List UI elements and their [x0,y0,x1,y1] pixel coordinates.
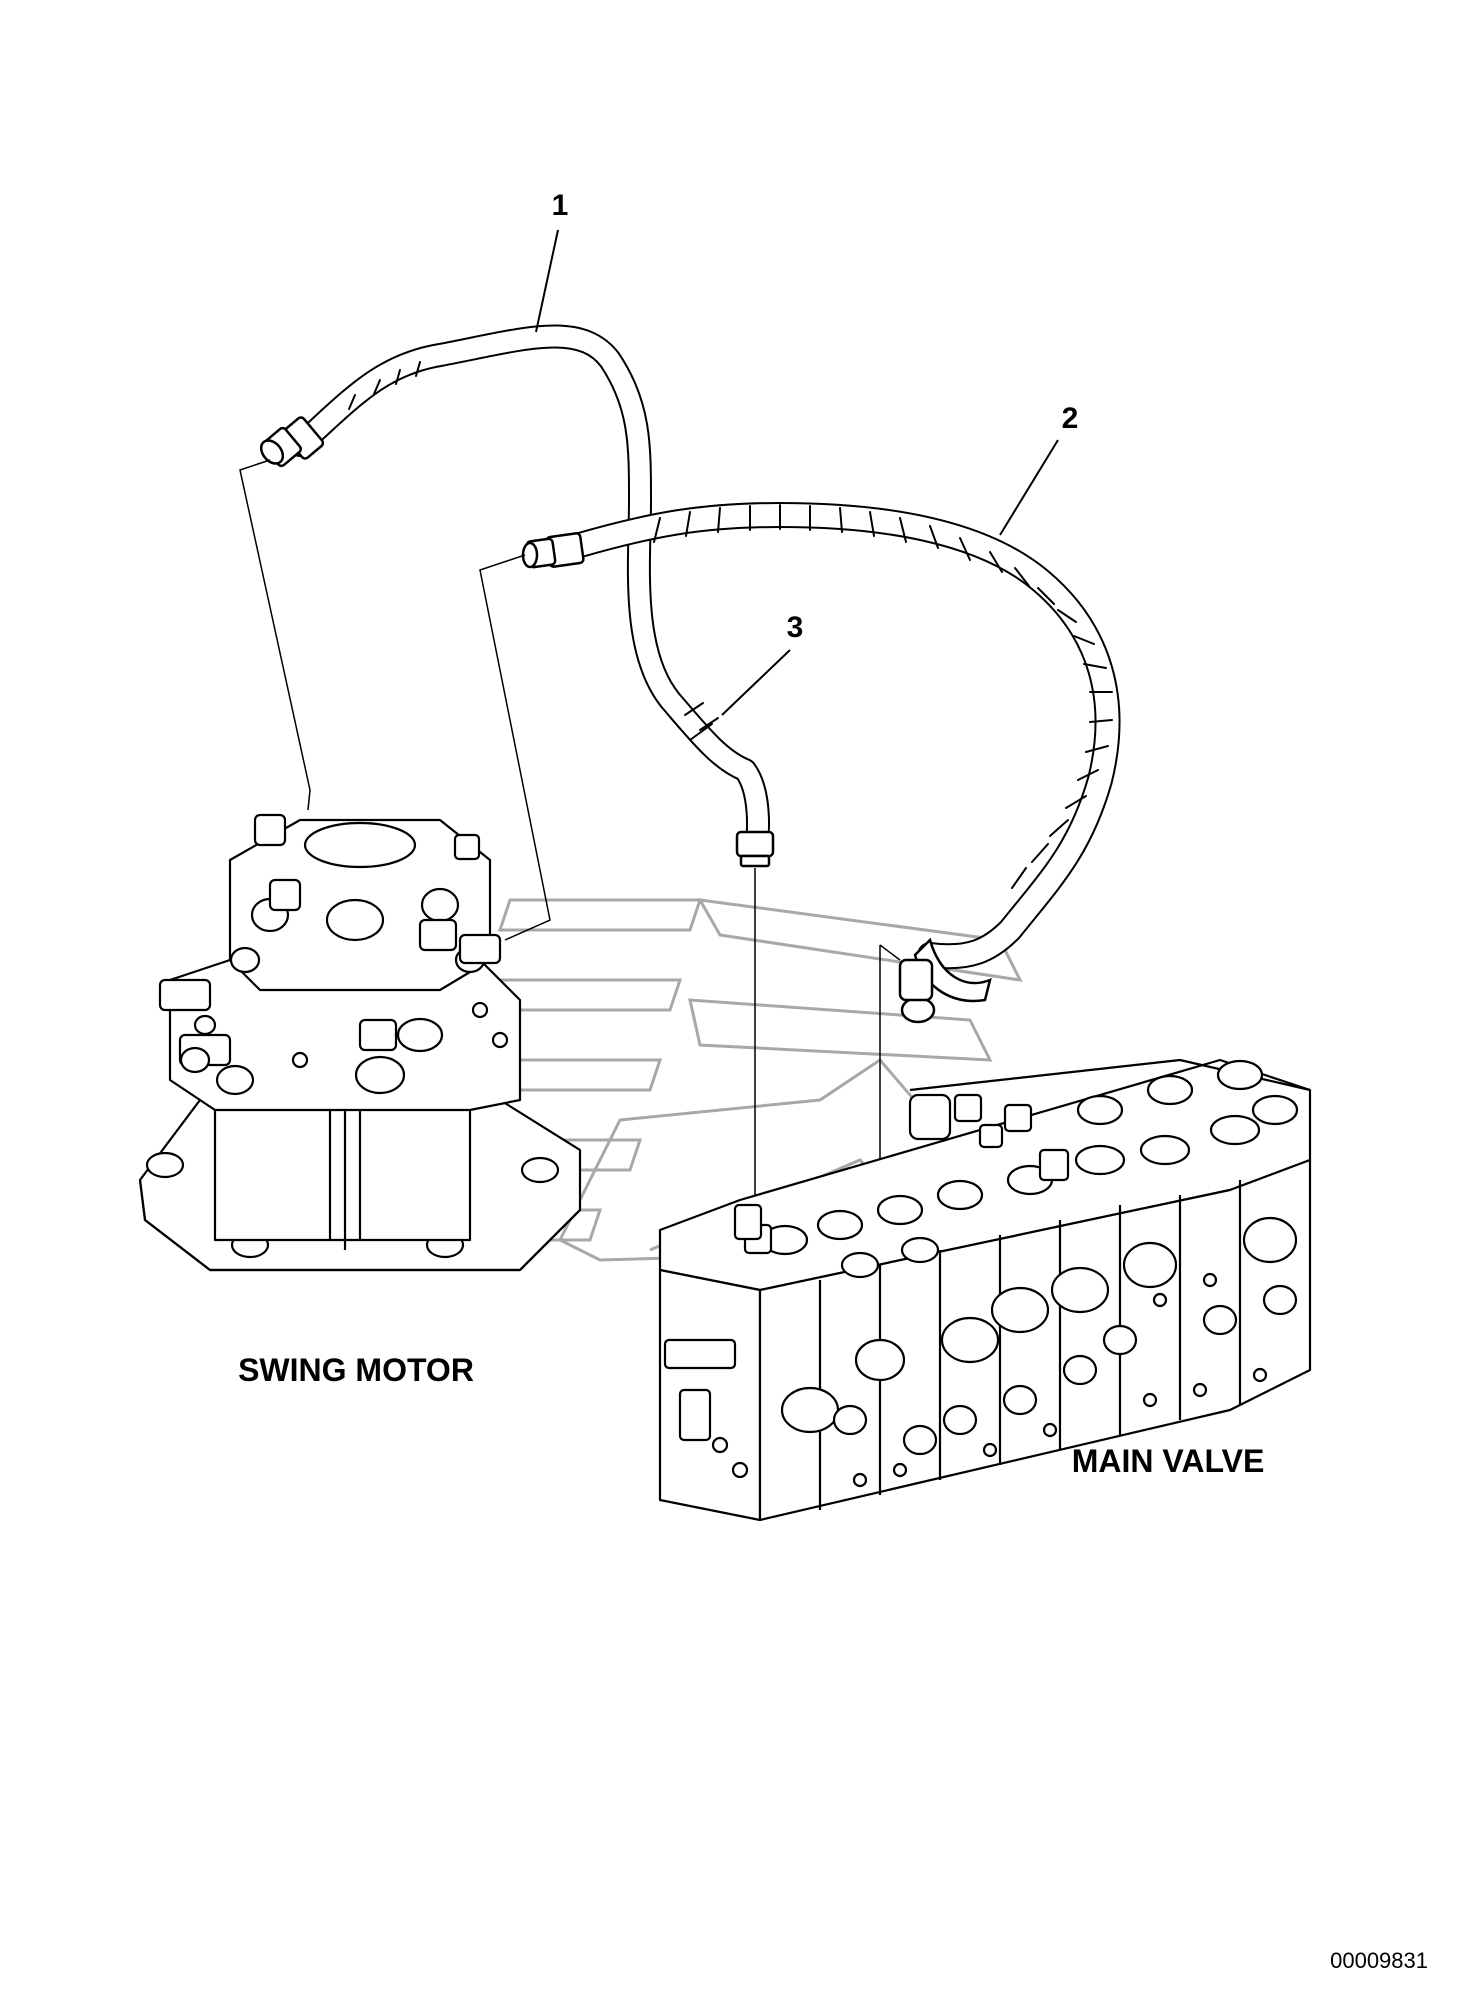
callout-1: 1 [552,189,569,222]
hose-1-fitting [259,416,325,468]
callout-3: 3 [787,611,804,644]
hose-1 [288,324,770,867]
drawing-number: 00009831 [1330,1948,1428,1973]
hose-2-fitting [521,532,585,569]
hose-2-elbow-fitting [898,937,992,1024]
callout-leaders [535,229,1059,716]
swing-motor-drawing [138,813,582,1272]
main-valve-label: MAIN VALVE [1072,1443,1265,1479]
hose-1-lower-fitting [735,830,775,868]
main-valve-drawing [658,1058,1312,1522]
callout-2: 2 [1062,402,1079,435]
hose-2 [567,502,1121,970]
swing-motor-label: SWING MOTOR [238,1352,474,1388]
